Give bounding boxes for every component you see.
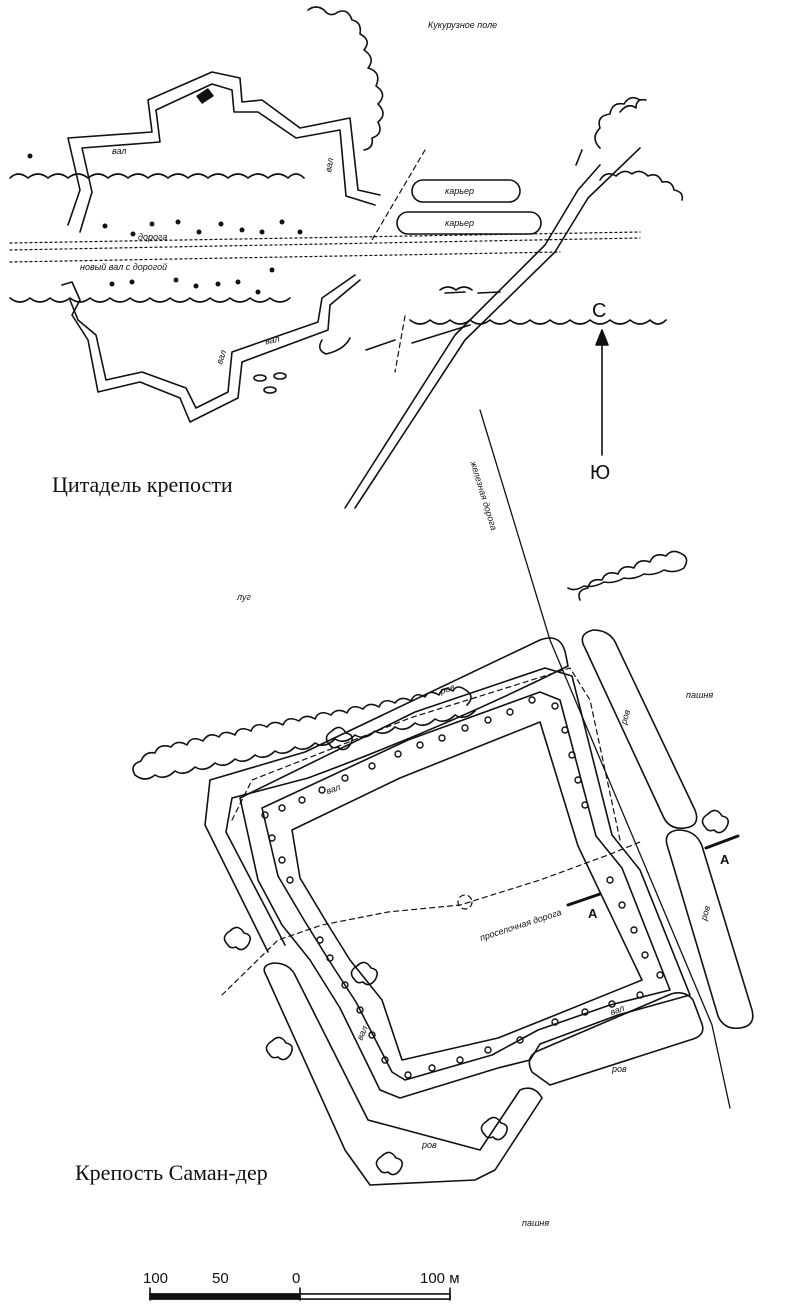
inner-rampart xyxy=(239,667,691,1099)
label-ditch-bottom-1: ров xyxy=(612,1064,627,1074)
label-field-2: пашня xyxy=(522,1218,550,1228)
scale-bar xyxy=(149,1287,451,1301)
roads xyxy=(344,147,641,509)
road-dotted xyxy=(9,231,641,263)
dashed-paths xyxy=(221,667,641,996)
section-markers xyxy=(566,834,740,907)
citadel-title: Цитадель крепости xyxy=(52,472,233,497)
wall-posts xyxy=(261,696,664,1079)
scale-label-100m: 100 м xyxy=(420,1270,460,1287)
label-ditch-bottom-2: ров xyxy=(422,1140,437,1150)
small-ovals xyxy=(253,372,287,394)
quarries xyxy=(396,179,542,235)
outer-ditch xyxy=(204,629,754,1186)
label-field-1: пашня xyxy=(686,690,714,700)
scale-label-100: 100 xyxy=(143,1270,169,1287)
label-rampart-top-left: вал xyxy=(112,146,127,156)
label-new-rampart-road: новый вал с дорогой xyxy=(80,262,168,272)
label-section-2: А xyxy=(720,852,730,867)
forest-edge-diagonal xyxy=(132,550,688,780)
label-corn-field: Кукурузное поле xyxy=(428,20,498,30)
citadel-lower-rampart xyxy=(61,274,501,423)
label-road-top: дорога xyxy=(138,232,168,242)
forest-edge-top xyxy=(9,6,684,325)
citadel-upper-rampart xyxy=(67,71,381,233)
label-quarry-1: карьер xyxy=(445,186,475,196)
scale-label-50: 50 xyxy=(212,1270,229,1287)
compass-south: Ю xyxy=(590,462,611,484)
label-quarry-2: карьер xyxy=(445,218,475,228)
fortress-title: Крепость Саман-дер xyxy=(75,1160,268,1185)
citadel-marks xyxy=(27,88,303,295)
label-section-1: А xyxy=(588,906,598,921)
label-meadow: луг xyxy=(237,592,251,602)
railway-line xyxy=(479,409,731,1109)
bushes xyxy=(223,726,730,1176)
compass-north: С xyxy=(592,300,607,322)
scale-label-0: 0 xyxy=(292,1270,301,1287)
compass-arrow xyxy=(595,329,609,456)
